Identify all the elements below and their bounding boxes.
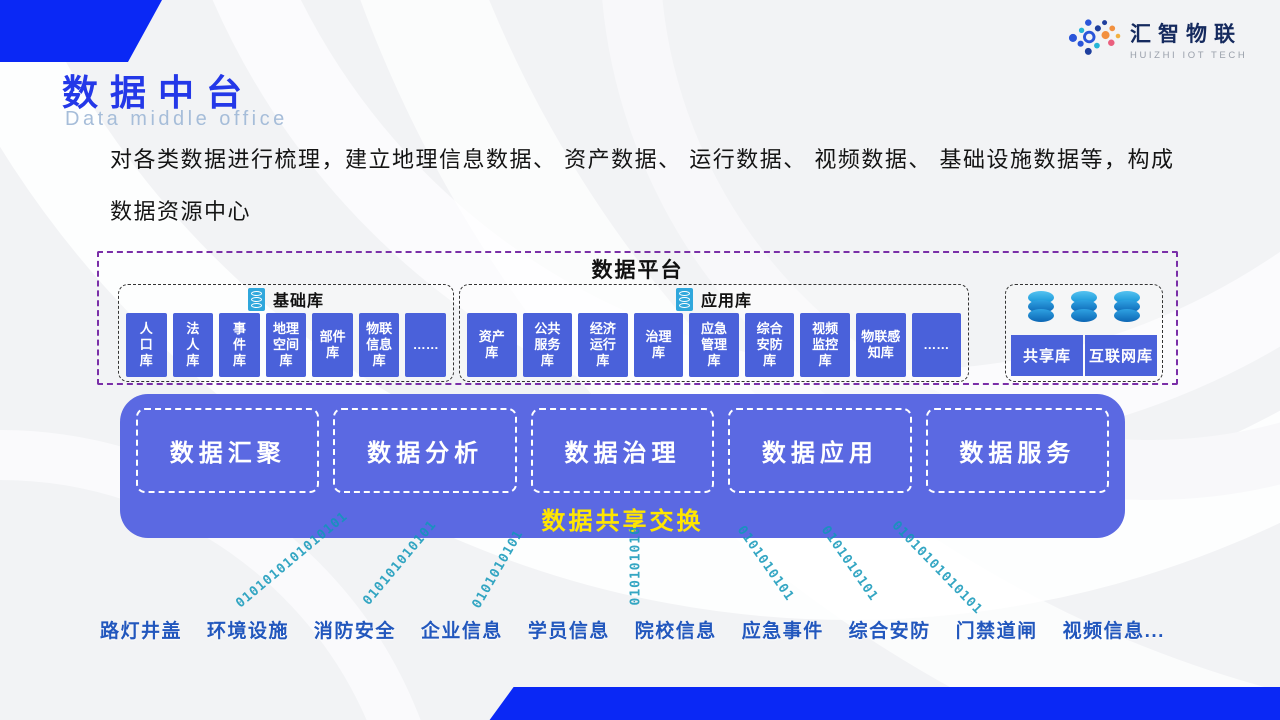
bottom-label: 门禁道闸: [955, 621, 1038, 642]
storage-group: 共享库 互联网库: [1005, 284, 1163, 382]
bottom-label: 路灯井盖: [100, 621, 183, 642]
module-box: 数据分析: [333, 408, 517, 493]
bottom-label: 院校信息: [634, 621, 717, 642]
bottom-label: 环境设施: [206, 621, 289, 642]
platform-title: 数据平台: [591, 259, 684, 282]
library-box: 视频 监控 库: [800, 313, 850, 377]
bottom-label: 学员信息: [527, 621, 610, 642]
binary-stream: 010101010: [628, 526, 644, 606]
library-box: ……: [405, 313, 447, 377]
storage-box: 共享库: [1011, 335, 1083, 376]
library-box: 治理 库: [633, 313, 684, 377]
data-middle-panel: 数据汇聚 数据分析 数据治理 数据应用 数据服务 数据共享交换: [120, 394, 1125, 538]
library-box: 公共 服务 库: [522, 313, 573, 377]
module-box: 数据治理: [530, 408, 715, 493]
bottom-label: 视频信息...: [1062, 621, 1165, 642]
bottom-label: 应急事件: [741, 621, 824, 642]
brand-name: 汇智物联: [1130, 23, 1242, 46]
module-box: 数据应用: [728, 408, 912, 493]
database-cylinder-icon: [1114, 291, 1140, 339]
data-platform-panel: 数据平台 基础库 人 口 库 法 人 库 事 件 库 地理 空间 库 部件 库 …: [97, 251, 1178, 385]
brand-tagline: HUIZHI IOT TECH: [1130, 50, 1248, 61]
binary-stream: 0101010101: [469, 527, 527, 612]
bottom-label: 企业信息: [420, 621, 503, 642]
corner-banner-top-left: [0, 0, 162, 62]
corner-banner-bottom-right: [489, 687, 1280, 720]
exchange-label: 数据共享交换: [541, 508, 704, 535]
bottom-label: 消防安全: [313, 621, 396, 642]
library-box: 地理 空间 库: [265, 313, 307, 377]
module-box: 数据服务: [925, 408, 1110, 493]
library-box: 事 件 库: [219, 313, 260, 377]
library-box: 物联感 知库: [855, 313, 906, 377]
library-box: 法 人 库: [172, 313, 214, 377]
library-box: 应急 管理 库: [689, 313, 739, 377]
library-box: 物联 信息 库: [358, 313, 400, 377]
group-title: 应用库: [700, 293, 752, 310]
storage-box: 互联网库: [1085, 335, 1157, 376]
app-library-group: 应用库 资产 库 公共 服务 库 经济 运行 库 治理 库 应急 管理 库 综合…: [459, 284, 969, 382]
bottom-label-row: 路灯井盖 环境设施 消防安全 企业信息 学员信息 院校信息 应急事件 综合安防 …: [100, 616, 1165, 643]
database-icon: [247, 287, 265, 311]
library-box: 综合 安防 库: [744, 313, 795, 377]
library-box: 人 口 库: [126, 313, 167, 377]
library-box: ……: [911, 313, 962, 377]
library-box: 经济 运行 库: [578, 313, 628, 377]
module-box: 数据汇聚: [136, 408, 320, 493]
intro-paragraph: 对各类数据进行梳理，建立地理信息数据、 资产数据、 运行数据、 视频数据、 基础…: [110, 147, 1175, 224]
database-cylinder-icon: [1028, 291, 1054, 339]
brand-logo: 汇智物联 HUIZHI IOT TECH: [1066, 14, 1247, 65]
database-cylinder-icon: [1071, 291, 1097, 339]
database-icon: [675, 287, 693, 311]
library-box: 部件 库: [312, 313, 353, 377]
brand-logo-icon: [1066, 14, 1124, 65]
library-box: 资产 库: [467, 313, 517, 377]
page-subtitle: Data middle office: [65, 108, 288, 130]
bottom-label: 综合安防: [848, 621, 931, 642]
group-title: 基础库: [272, 293, 324, 310]
base-library-group: 基础库 人 口 库 法 人 库 事 件 库 地理 空间 库 部件 库 物联 信息…: [118, 284, 454, 382]
